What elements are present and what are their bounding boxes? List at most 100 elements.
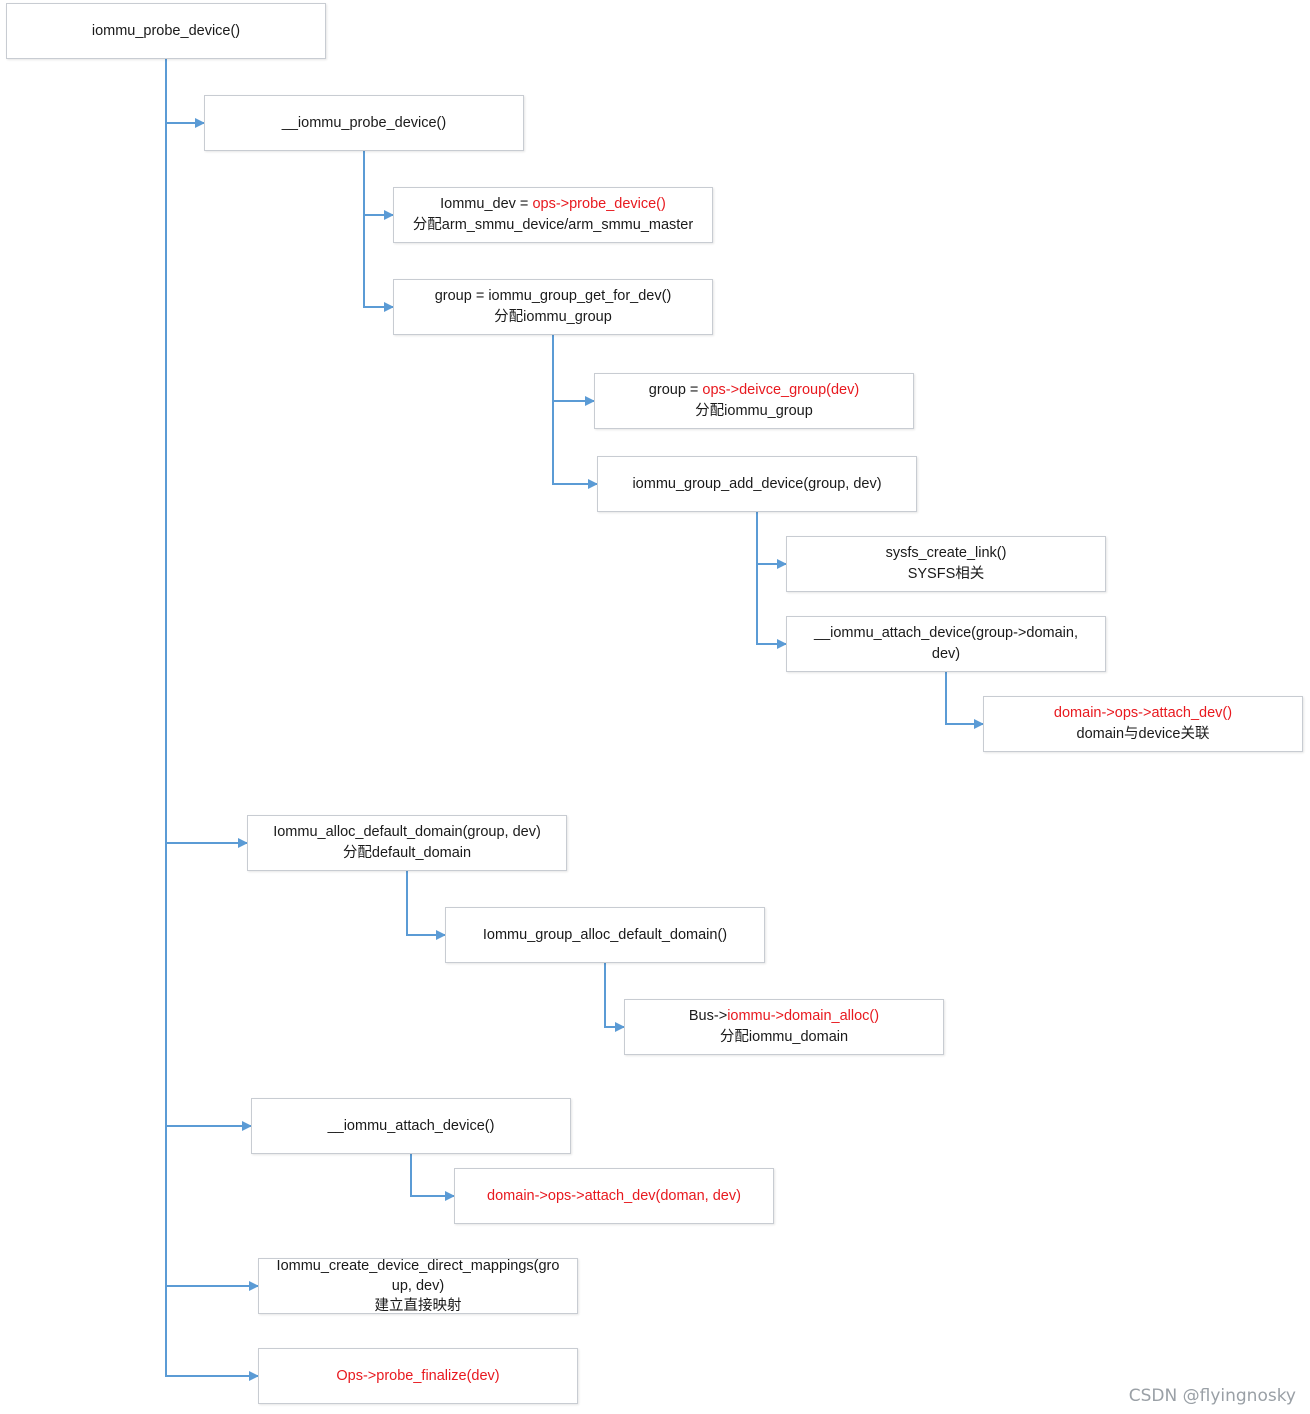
node-label-line: __iommu_attach_device() bbox=[328, 1116, 495, 1137]
connector-n1-n10 bbox=[165, 59, 248, 848]
node-label-line: 分配arm_smmu_device/arm_smmu_master bbox=[413, 215, 693, 236]
node-label: Ops->probe_finalize(dev) bbox=[330, 1366, 505, 1387]
node-label-line: iommu_probe_device() bbox=[92, 21, 240, 42]
node-label: __iommu_attach_device() bbox=[322, 1116, 501, 1137]
call-text: Iommu_dev = bbox=[440, 196, 533, 212]
node-n14: domain->ops->attach_dev(doman, dev) bbox=[454, 1168, 774, 1224]
node-n10: Iommu_alloc_default_domain(group, dev) 分配… bbox=[247, 815, 567, 871]
node-label-line: Iommu_group_alloc_default_domain() bbox=[483, 925, 727, 946]
connector-n4-n6 bbox=[552, 335, 598, 489]
node-label-line: up, dev) bbox=[277, 1276, 560, 1296]
node-n9: domain->ops->attach_dev() domain与device关联 bbox=[983, 696, 1303, 752]
highlighted-call-text: ops->probe_device() bbox=[532, 196, 666, 212]
node-label-line: 分配iommu_domain bbox=[689, 1027, 879, 1048]
call-text: 分配iommu_group bbox=[695, 403, 813, 419]
connector-n2-n3 bbox=[363, 151, 394, 220]
connector-n1-n2 bbox=[165, 59, 205, 128]
connector-n6-n8 bbox=[756, 512, 787, 649]
node-label: Iommu_alloc_default_domain(group, dev) 分配… bbox=[267, 822, 547, 864]
call-text: dev) bbox=[931, 646, 961, 662]
node-label-line: Iommu_create_device_direct_mappings(gro bbox=[277, 1256, 560, 1276]
connector-n6-n7 bbox=[756, 512, 787, 569]
node-label-line: __iommu_attach_device(group->domain, bbox=[814, 623, 1078, 644]
connector-n1-n16 bbox=[165, 59, 259, 1381]
call-text: group = iommu_group_get_for_dev() bbox=[434, 288, 672, 304]
call-text: 分配iommu_group bbox=[494, 309, 612, 325]
node-label: group = ops->deivce_group(dev) 分配iommu_gr… bbox=[643, 380, 865, 422]
connector-n1-n13 bbox=[165, 59, 252, 1131]
node-label: __iommu_probe_device() bbox=[276, 113, 452, 134]
highlighted-call-text: ops->deivce_group(dev) bbox=[702, 382, 860, 398]
connector-n2-n4 bbox=[363, 151, 394, 312]
node-n4: group = iommu_group_get_for_dev() 分配iommu… bbox=[393, 279, 713, 335]
node-label: Iommu_dev = ops->probe_device() 分配arm_smm… bbox=[407, 194, 699, 236]
node-label-line: dev) bbox=[814, 644, 1078, 665]
call-text: __iommu_attach_device() bbox=[327, 1117, 495, 1134]
highlighted-call-text: domain->ops->attach_dev() bbox=[1053, 705, 1233, 721]
node-label: iommu_group_add_device(group, dev) bbox=[626, 474, 887, 495]
node-n8: __iommu_attach_device(group->domain, dev) bbox=[786, 616, 1106, 672]
call-text: iommu_group_add_device(group, dev) bbox=[632, 475, 882, 492]
node-label-line: group = iommu_group_get_for_dev() bbox=[435, 286, 672, 307]
call-text: __iommu_attach_device(group->domain, bbox=[814, 625, 1078, 641]
connector-n13-n14 bbox=[410, 1154, 455, 1201]
node-label-line: group = ops->deivce_group(dev) bbox=[649, 380, 859, 401]
call-text: group = bbox=[648, 382, 703, 398]
node-label-line: SYSFS相关 bbox=[886, 564, 1007, 585]
node-label-line: 分配default_domain bbox=[273, 843, 541, 864]
call-text: Iommu_create_device_direct_mappings(gro bbox=[276, 1258, 560, 1274]
node-n13: __iommu_attach_device() bbox=[251, 1098, 571, 1154]
call-text: up, dev) bbox=[391, 1278, 445, 1294]
call-text: domain与device关联 bbox=[1076, 726, 1210, 742]
node-n16: Ops->probe_finalize(dev) bbox=[258, 1348, 578, 1404]
node-label-line: domain与device关联 bbox=[1054, 724, 1232, 745]
node-label-line: 分配iommu_group bbox=[435, 307, 672, 328]
connector-n4-n5 bbox=[552, 335, 595, 406]
node-label: group = iommu_group_get_for_dev() 分配iommu… bbox=[429, 286, 678, 328]
highlighted-call-text: iommu->domain_alloc() bbox=[727, 1008, 880, 1024]
call-text: Bus-> bbox=[688, 1008, 728, 1024]
highlighted-call-text: domain->ops->attach_dev(doman, dev) bbox=[487, 1187, 741, 1204]
node-label-line: Iommu_dev = ops->probe_device() bbox=[413, 194, 693, 215]
call-text: 分配iommu_domain bbox=[719, 1029, 849, 1045]
node-label-line: Iommu_alloc_default_domain(group, dev) bbox=[273, 822, 541, 843]
node-n7: sysfs_create_link() SYSFS相关 bbox=[786, 536, 1106, 592]
node-n5: group = ops->deivce_group(dev) 分配iommu_gr… bbox=[594, 373, 914, 429]
node-label: Iommu_group_alloc_default_domain() bbox=[477, 925, 733, 946]
node-label: sysfs_create_link() SYSFS相关 bbox=[880, 543, 1013, 585]
node-n6: iommu_group_add_device(group, dev) bbox=[597, 456, 917, 512]
connector-n11-n12 bbox=[604, 963, 625, 1032]
node-label-line: 分配iommu_group bbox=[649, 401, 859, 422]
connector-n10-n11 bbox=[406, 871, 446, 940]
node-label-line: iommu_group_add_device(group, dev) bbox=[632, 474, 881, 495]
node-label-line: __iommu_probe_device() bbox=[282, 113, 446, 134]
call-text: __iommu_probe_device() bbox=[281, 114, 447, 131]
node-n2: __iommu_probe_device() bbox=[204, 95, 524, 151]
call-text: Iommu_alloc_default_domain(group, dev) bbox=[273, 824, 541, 840]
node-label-line: Ops->probe_finalize(dev) bbox=[336, 1366, 499, 1387]
highlighted-call-text: Ops->probe_finalize(dev) bbox=[336, 1367, 500, 1384]
node-n12: Bus->iommu->domain_alloc() 分配iommu_domain bbox=[624, 999, 944, 1055]
node-label: domain->ops->attach_dev(doman, dev) bbox=[481, 1186, 747, 1207]
node-n1: iommu_probe_device() bbox=[6, 3, 326, 59]
node-n11: Iommu_group_alloc_default_domain() bbox=[445, 907, 765, 963]
node-label-line: Bus->iommu->domain_alloc() bbox=[689, 1006, 879, 1027]
node-label: __iommu_attach_device(group->domain, dev) bbox=[808, 623, 1084, 665]
call-text: 分配default_domain bbox=[342, 845, 472, 861]
node-n3: Iommu_dev = ops->probe_device() 分配arm_smm… bbox=[393, 187, 713, 243]
call-text: SYSFS相关 bbox=[907, 566, 985, 582]
connector-n1-n15 bbox=[165, 59, 259, 1291]
call-text: iommu_probe_device() bbox=[91, 22, 241, 39]
node-label-line: domain->ops->attach_dev(doman, dev) bbox=[487, 1186, 741, 1207]
node-label: iommu_probe_device() bbox=[86, 21, 246, 42]
node-label: Bus->iommu->domain_alloc() 分配iommu_domain bbox=[683, 1006, 885, 1048]
watermark: CSDN @flyingnosky bbox=[1128, 1386, 1296, 1406]
node-label-line: sysfs_create_link() bbox=[886, 543, 1007, 564]
call-text: Iommu_group_alloc_default_domain() bbox=[482, 926, 728, 943]
call-text: 分配arm_smmu_device/arm_smmu_master bbox=[412, 217, 694, 233]
call-text: sysfs_create_link() bbox=[885, 545, 1007, 561]
call-text: 建立直接映射 bbox=[374, 1298, 462, 1314]
